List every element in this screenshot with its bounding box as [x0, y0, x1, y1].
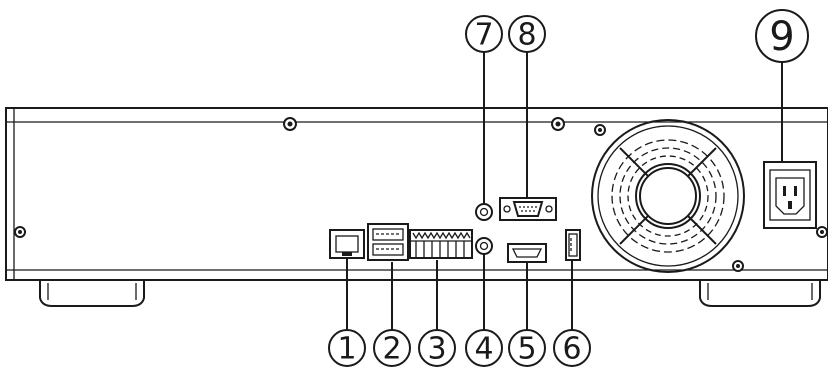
callout-5: 5 [508, 329, 546, 367]
audio-jack-upper [475, 203, 493, 221]
rj45-port [329, 229, 365, 259]
callout-6: 6 [553, 329, 591, 367]
callout-number: 1 [337, 332, 356, 367]
dual-usb-port [367, 223, 409, 261]
fan-grille [591, 119, 745, 273]
vga-port [499, 197, 557, 221]
callout-4: 4 [465, 329, 503, 367]
hdmi-port [507, 243, 547, 263]
callout-number: 6 [562, 332, 581, 367]
callout-9: 9 [755, 9, 809, 63]
chassis [5, 107, 828, 281]
callout-number: 3 [427, 332, 446, 367]
callout-number: 5 [517, 332, 536, 367]
callout-3: 3 [418, 329, 456, 367]
usb-port-vertical [565, 229, 581, 261]
callout-number: 9 [769, 14, 794, 60]
callout-number: 2 [382, 332, 401, 367]
leader-lines [346, 52, 783, 330]
power-inlet [763, 161, 817, 229]
callout-number: 4 [474, 332, 493, 367]
audio-jack-lower [475, 237, 493, 255]
screws [14, 117, 828, 272]
foot-right [699, 280, 821, 307]
callout-number: 7 [474, 18, 493, 53]
foot-left [39, 280, 145, 307]
callout-7: 7 [465, 15, 503, 53]
callout-8: 8 [508, 15, 546, 53]
callout-2: 2 [373, 329, 411, 367]
callout-number: 8 [517, 18, 536, 53]
terminal-block [409, 229, 473, 259]
callout-1: 1 [328, 329, 366, 367]
